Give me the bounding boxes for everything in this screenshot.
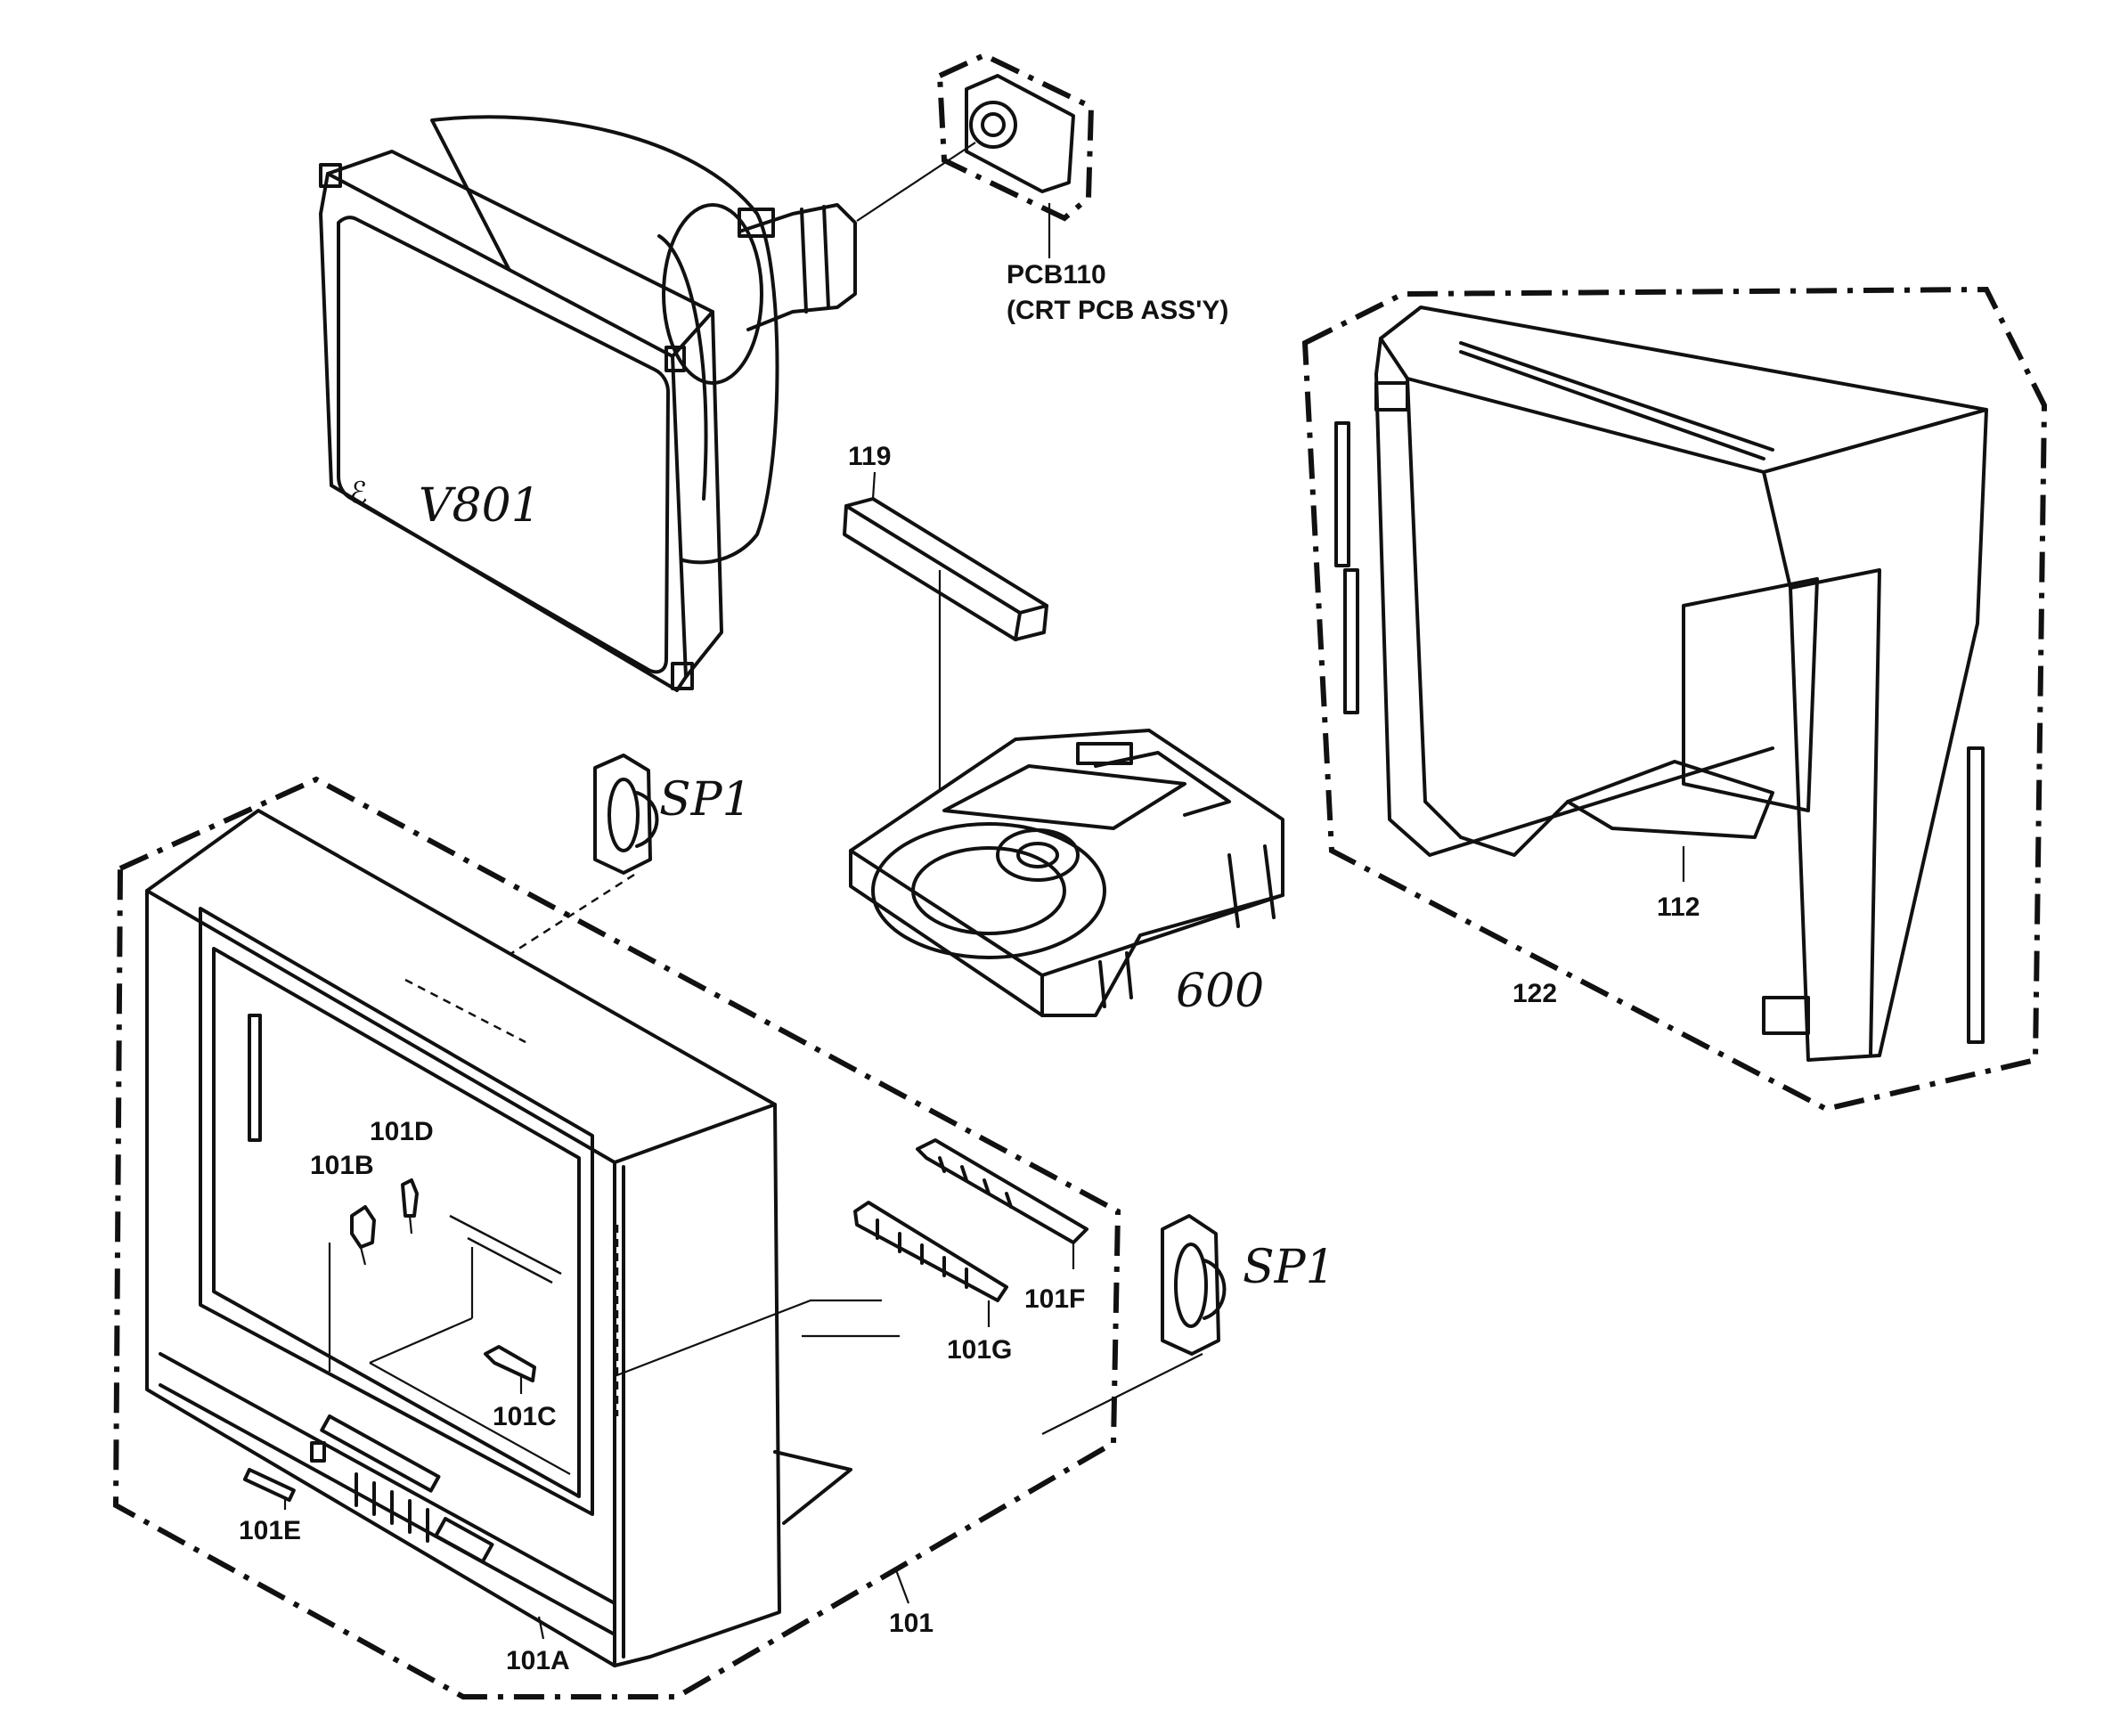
part-101g-label: 101G [947, 1335, 1012, 1365]
part-122-label: 122 [1513, 979, 1557, 1008]
part-101e: 101E [239, 1468, 301, 1545]
part-600-dvd-mechanism: 600 [849, 729, 1284, 1018]
v801-mark: ℰ [349, 476, 368, 511]
part-101c-label: 101C [493, 1402, 557, 1431]
part-101-leader [893, 1567, 910, 1604]
part-101f: 101F [916, 1138, 1089, 1314]
sp1-top-label: SP1 [659, 773, 752, 827]
part-101f-label: 101F [1024, 1284, 1085, 1314]
v801-label: V801 [419, 479, 541, 533]
sp1-right-label: SP1 [1243, 1241, 1335, 1294]
part-101c: 101C [484, 1345, 557, 1431]
part-101b: 101B [310, 1151, 376, 1266]
crt-pcb-assembly: PCB110 (CRT PCB ASS'Y) [936, 52, 1228, 325]
pcb110-desc-label: (CRT PCB ASS'Y) [1007, 296, 1228, 325]
part-101-label: 101 [889, 1609, 934, 1638]
front-cabinet-101 [112, 776, 1121, 1699]
part-600-label: 600 [1176, 965, 1264, 1018]
part-101a-label: 101A [506, 1646, 570, 1675]
part-101b-label: 101B [310, 1151, 374, 1180]
crt-tube: V801 ℰ [319, 115, 857, 692]
part-101g: 101G [614, 1201, 1012, 1378]
speaker-sp1-right: SP1 [1041, 1214, 1335, 1435]
part-101a-leader [537, 1616, 545, 1640]
pcb110-label: PCB110 [1007, 260, 1106, 289]
crt-pcb-leader [856, 142, 976, 222]
part-101d-label: 101D [370, 1117, 434, 1146]
part-112-label: 112 [1657, 892, 1700, 922]
part-101d: 101D [370, 1117, 434, 1235]
speaker-sp1-top: SP1 [177, 754, 752, 1169]
part-101e-label: 101E [239, 1516, 301, 1545]
rear-cabinet-122: 112 122 [1301, 286, 2048, 1113]
part-119-label: 119 [848, 442, 891, 471]
